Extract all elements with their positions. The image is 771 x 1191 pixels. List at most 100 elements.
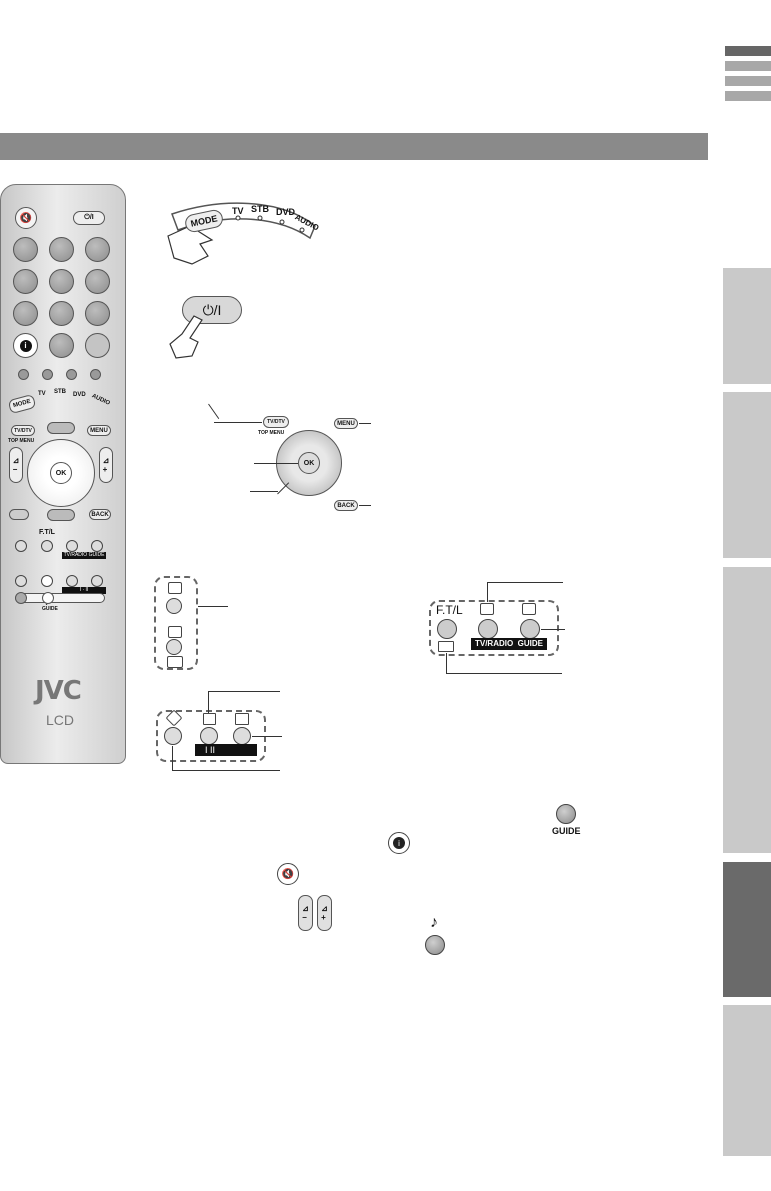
guide-slider-knob[interactable] [42, 592, 54, 604]
back-label: BACK [91, 511, 109, 518]
leader-line-ok [254, 463, 298, 464]
ftl-tv-radio-label: TV/RADIO [474, 639, 514, 648]
leader-line-index-v [208, 691, 209, 713]
return-button[interactable] [85, 333, 110, 358]
leader-line-ff [541, 629, 565, 630]
tvdtv-button[interactable]: TV/DTV [11, 425, 35, 436]
reveal-icon [168, 626, 182, 638]
guide-inline-label: GUIDE [552, 826, 581, 836]
number-button-9[interactable] [85, 301, 110, 326]
guide-slider-knob-left[interactable] [15, 592, 27, 604]
color-button-yellow[interactable] [66, 369, 77, 380]
ftl-label: F.T/L [39, 529, 55, 536]
mini-tab-2 [725, 61, 771, 71]
subtitle-icon [235, 713, 249, 725]
info-button[interactable]: i [13, 333, 38, 358]
dual-label-strip: I II [195, 744, 257, 756]
mini-tab-3 [725, 76, 771, 86]
skip-forward-button[interactable] [15, 540, 27, 552]
dual-strip: I · II [62, 587, 106, 594]
color-button-red[interactable] [18, 369, 29, 380]
fast-forward-icon [520, 619, 540, 639]
hold-icon [522, 603, 536, 615]
skip-back-icon [166, 639, 182, 655]
stop-button[interactable] [66, 575, 78, 587]
dpad-back-label: BACK [337, 502, 355, 509]
menu-button[interactable]: MENU [87, 425, 111, 436]
pause-button[interactable] [91, 575, 103, 587]
leader-line-pause [252, 736, 282, 737]
leader-line-index-h [208, 691, 280, 692]
play-icon [478, 619, 498, 639]
number-button-7[interactable] [13, 301, 38, 326]
mute-button[interactable]: 🔇 [15, 207, 37, 229]
dpad-menu-label: MENU [337, 420, 355, 427]
tv-radio-guide-label-strip: TV/RADIO GUIDE [471, 638, 547, 650]
dpad-ok-button: OK [298, 452, 320, 474]
number-button-3[interactable] [85, 237, 110, 262]
dpad-menu-button: MENU [334, 418, 358, 429]
ftl-guide-label: GUIDE [517, 639, 544, 648]
color-button-blue[interactable] [90, 369, 101, 380]
guide-slider-bar[interactable] [15, 593, 105, 603]
leader-line-record-v [172, 746, 173, 770]
ok-button[interactable]: OK [50, 462, 72, 484]
leader-line-tvdtv [208, 403, 220, 420]
blank-left-button[interactable] [9, 509, 29, 520]
mute-icon: 🔇 [19, 212, 33, 224]
side-tab-2[interactable] [723, 392, 771, 558]
power-label: ⏻/I [84, 214, 94, 221]
number-button-4[interactable] [13, 269, 38, 294]
rewind-button[interactable] [41, 540, 53, 552]
info-inline-icon: i [388, 832, 410, 854]
leader-line-env-v [446, 653, 447, 673]
volume-down-button[interactable]: ⊿− [9, 447, 23, 483]
leader-line-help-h [487, 582, 563, 583]
dual-label: I · II [79, 587, 89, 593]
power-button[interactable]: ⏻/I [73, 211, 105, 225]
menu-label: MENU [90, 427, 108, 434]
number-button-0[interactable] [49, 333, 74, 358]
ftl-group-label: F.T/L [436, 603, 463, 617]
number-button-5[interactable] [49, 269, 74, 294]
top-menu-label: TOP MENU [8, 438, 35, 444]
power-illustration-label: ⏻/I [202, 301, 222, 318]
side-tab-4-active[interactable] [723, 862, 771, 997]
ok-label: OK [55, 469, 67, 477]
channel-up-button[interactable] [47, 422, 75, 434]
volume-up-button[interactable]: ⊿+ [99, 447, 113, 483]
mute-inline-icon: 🔇 [277, 863, 299, 885]
dpad[interactable]: OK [27, 439, 95, 507]
channel-down-button[interactable] [47, 509, 75, 521]
number-button-8[interactable] [49, 301, 74, 326]
record-button[interactable] [41, 575, 53, 587]
ftl-group-box [429, 600, 559, 656]
color-button-green[interactable] [42, 369, 53, 380]
remote-control: 🔇 ⏻/I i MODE TV STB DVD AUDIO TV/DTV TOP… [0, 184, 126, 764]
mini-tab-1 [725, 46, 771, 56]
number-button-6[interactable] [85, 269, 110, 294]
mode-arc-mode-label: MODE [189, 213, 219, 229]
leader-line-skip [198, 606, 228, 607]
mini-tab-4 [725, 91, 771, 101]
number-button-1[interactable] [13, 237, 38, 262]
number-button-2[interactable] [49, 237, 74, 262]
note-inline-button-icon [425, 935, 445, 955]
mode-label: MODE [12, 398, 32, 410]
fast-forward-button[interactable] [91, 540, 103, 552]
leader-line-tvdtv-h [214, 422, 262, 423]
skip-back-button[interactable] [15, 575, 27, 587]
volume-down-inline-icon: ⊿− [298, 895, 313, 931]
side-tab-1[interactable] [723, 268, 771, 384]
side-tab-5[interactable] [723, 1005, 771, 1156]
skip-forward-icon [166, 598, 182, 614]
side-tab-3[interactable] [723, 567, 771, 853]
dpad-tvdtv-button: TV/DTV [263, 416, 289, 428]
tv-radio-label: TV/RADIO [63, 552, 88, 558]
dpad-tvdtv-label: TV/DTV [267, 419, 285, 425]
back-button[interactable]: BACK [89, 509, 111, 520]
play-button[interactable] [66, 540, 78, 552]
book-icon [167, 656, 183, 668]
mode-button[interactable]: MODE [7, 393, 37, 415]
dpad-ok-label: OK [303, 459, 315, 467]
